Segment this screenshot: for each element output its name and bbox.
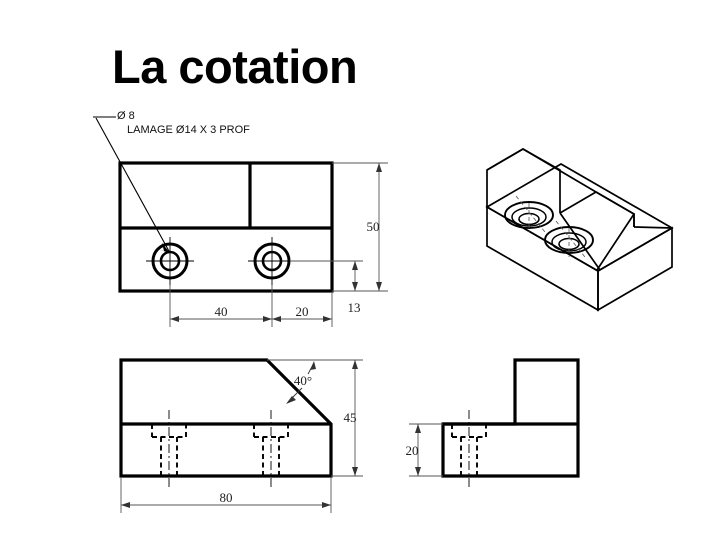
- dimension-angle-40: 40°: [267, 359, 337, 404]
- dimension-13: 13: [290, 260, 363, 315]
- dimension-40-20: 40 20: [169, 285, 333, 327]
- hole-leader-line: [93, 116, 171, 254]
- dimension-50-label: 50: [367, 219, 380, 234]
- side-view: 20: [406, 358, 580, 490]
- hole-diameter-callout: Ø 8: [117, 110, 135, 122]
- side-view-hidden-hole: [451, 424, 487, 476]
- front-view: 40° 45 80: [119, 358, 363, 513]
- front-view-hidden-hole-right: [253, 424, 289, 476]
- dimension-40-label: 40: [215, 304, 228, 319]
- dimension-13-label: 13: [348, 300, 361, 315]
- top-view: 50 13 40: [118, 161, 388, 327]
- counterbore-callout: LAMAGE Ø14 X 3 PROF: [127, 124, 250, 136]
- dimension-45: 45: [331, 359, 363, 477]
- dimension-45-label: 45: [344, 410, 357, 425]
- dimension-80: 80: [120, 478, 332, 513]
- isometric-view: [485, 148, 674, 312]
- dimension-20-top-label: 20: [296, 304, 309, 319]
- front-view-hidden-hole-left: [151, 424, 187, 476]
- top-view-hole-right: [248, 237, 296, 285]
- dimension-50: 50: [332, 162, 388, 292]
- page-title: La cotation: [112, 40, 358, 93]
- iso-centerlines: [515, 195, 586, 258]
- top-view-hole-left: [146, 237, 194, 285]
- dimension-angle-40-label: 40°: [294, 373, 312, 388]
- dimension-20-side: 20: [406, 423, 443, 477]
- dimension-20-side-label: 20: [406, 443, 419, 458]
- dimension-80-label: 80: [220, 490, 233, 505]
